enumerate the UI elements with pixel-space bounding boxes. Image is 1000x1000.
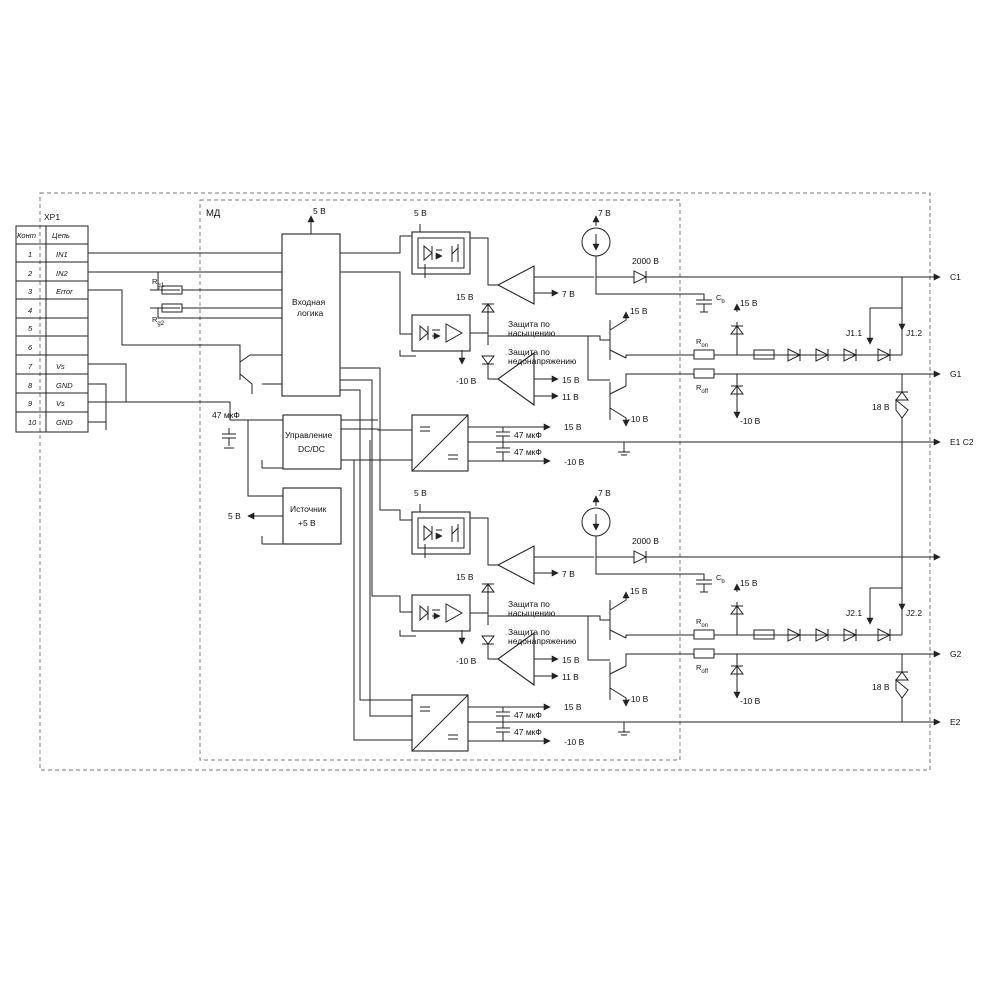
logic-supply-label: 5 В <box>313 206 326 216</box>
amp2-out1-label: 15 В <box>562 375 580 385</box>
amp2-out2-label: 11 В <box>562 672 579 682</box>
connector-pin-number: 5 <box>28 324 33 333</box>
ref-supply-label: 7 В <box>598 488 611 498</box>
rg2-label: Rg2 <box>152 315 165 327</box>
clamp-neg-label: -10 В <box>740 696 761 706</box>
clamp-supply-label: 15 В <box>740 298 758 308</box>
prot-sat-label-2: насыщению <box>508 328 556 338</box>
amp1-out-label: 7 В <box>562 289 575 299</box>
dc-cap1-label: 47 мкФ <box>514 710 542 720</box>
clamp-supply-label: 15 В <box>740 578 758 588</box>
connector-pin-signal: Vs <box>56 399 65 408</box>
output-emitter-label: E1 C2 <box>950 437 974 447</box>
prot-uv-label-2: недонапряжению <box>508 636 577 646</box>
roff-label: Roff <box>696 383 708 395</box>
ron-label: Ron <box>696 617 708 629</box>
connector-pin-signal: IN2 <box>56 269 69 278</box>
dcdc-label-1: Управление <box>285 430 333 440</box>
jumper2-label: J2.2 <box>906 608 922 618</box>
connector-title: XP1 <box>44 212 60 222</box>
prot-uv-label-1: Защита по <box>508 627 550 637</box>
jumper1-label: J1.1 <box>846 328 862 338</box>
prot-sat-label-2: насыщению <box>508 608 556 618</box>
pnp-supply-label: -10 В <box>628 694 649 704</box>
dc-out2-label: -10 В <box>564 457 585 467</box>
ron-label: Ron <box>696 337 708 349</box>
ref-supply-label: 7 В <box>598 208 611 218</box>
amp1-out-label: 7 В <box>562 569 575 579</box>
connector-pin-number: 2 <box>27 269 33 278</box>
output-gate-label: G1 <box>950 369 962 379</box>
cb-label: Cb <box>716 573 725 585</box>
npn-supply-label: 15 В <box>630 586 648 596</box>
prot-uv-label-1: Защита по <box>508 347 550 357</box>
connector-pin-signal: Error <box>56 287 73 296</box>
dc-cap2-label: 47 мкФ <box>514 727 542 737</box>
connector-pin-signal: GND <box>56 418 73 427</box>
roff-label: Roff <box>696 663 708 675</box>
source-5v-block <box>282 487 342 545</box>
jumper2-label: J1.2 <box>906 328 922 338</box>
prot-sat-label-1: Защита по <box>508 599 550 609</box>
connector-pin-number: 9 <box>28 399 33 408</box>
npn-supply-label: 15 В <box>630 306 648 316</box>
connector-pin-number: 7 <box>28 362 33 371</box>
zener-label: 18 В <box>872 682 890 692</box>
connector-pin-signal: IN1 <box>56 250 68 259</box>
connector-pin-signal: Vs <box>56 362 65 371</box>
jumper1-label: J2.1 <box>846 608 862 618</box>
error-transistor <box>239 354 282 394</box>
dc-cap1-label: 47 мкФ <box>514 430 542 440</box>
main-cap-label: 47 мкФ <box>212 410 240 420</box>
prot-supply-label: 15 В <box>456 292 474 302</box>
source-label-2: +5 В <box>298 518 316 528</box>
connector-header-contact: Конт <box>17 231 36 240</box>
channel-2 <box>400 496 940 751</box>
dcdc-control-block <box>282 414 342 470</box>
dc-out1-label: 15 В <box>564 422 582 432</box>
cb-label: Cb <box>716 293 725 305</box>
hv-diode-label: 2000 В <box>632 256 659 266</box>
connector-pin-number: 8 <box>28 381 33 390</box>
prot-uv-label-2: недонапряжению <box>508 356 577 366</box>
output-gate-label: G2 <box>950 649 962 659</box>
logic-label-1: Входная <box>292 297 326 307</box>
input-logic-block <box>281 233 341 397</box>
connector-header-circuit: Цепь <box>52 231 70 240</box>
neg-supply-label: -10 В <box>456 656 477 666</box>
prot-supply-label: 15 В <box>456 572 474 582</box>
zener-label: 18 В <box>872 402 890 412</box>
connector-pin-number: 4 <box>28 306 32 315</box>
outer-frame <box>39 192 931 771</box>
connector-pin-number: 3 <box>28 287 33 296</box>
rg1-label: Rg1 <box>152 277 165 289</box>
hv-diode-label: 2000 В <box>632 536 659 546</box>
connector-pin-number: 6 <box>28 343 33 352</box>
dc-cap2-label: 47 мкФ <box>514 447 542 457</box>
dc-out2-label: -10 В <box>564 737 585 747</box>
connector-pin-signal: GND <box>56 381 73 390</box>
output-emitter-label: E2 <box>950 717 961 727</box>
module-frame <box>199 199 681 761</box>
pnp-supply-label: -10 В <box>628 414 649 424</box>
opto-supply-label: 5 В <box>414 488 427 498</box>
prot-sat-label-1: Защита по <box>508 319 550 329</box>
clamp-neg-label: -10 В <box>740 416 761 426</box>
source-label-1: Источник <box>290 504 327 514</box>
amp2-out1-label: 15 В <box>562 655 580 665</box>
opto-supply-label: 5 В <box>414 208 427 218</box>
connector-pin-number: 10 <box>28 418 37 427</box>
logic-label-2: логика <box>297 308 324 318</box>
connector-pin-number: 1 <box>28 250 32 259</box>
channel-1 <box>400 216 940 471</box>
dcdc-label-2: DC/DC <box>298 444 325 454</box>
source-out-label: 5 В <box>228 511 241 521</box>
neg-supply-label: -10 В <box>456 376 477 386</box>
module-title: МД <box>206 208 221 219</box>
amp2-out2-label: 11 В <box>562 392 579 402</box>
output-top-label: C1 <box>950 272 961 282</box>
dc-out1-label: 15 В <box>564 702 582 712</box>
